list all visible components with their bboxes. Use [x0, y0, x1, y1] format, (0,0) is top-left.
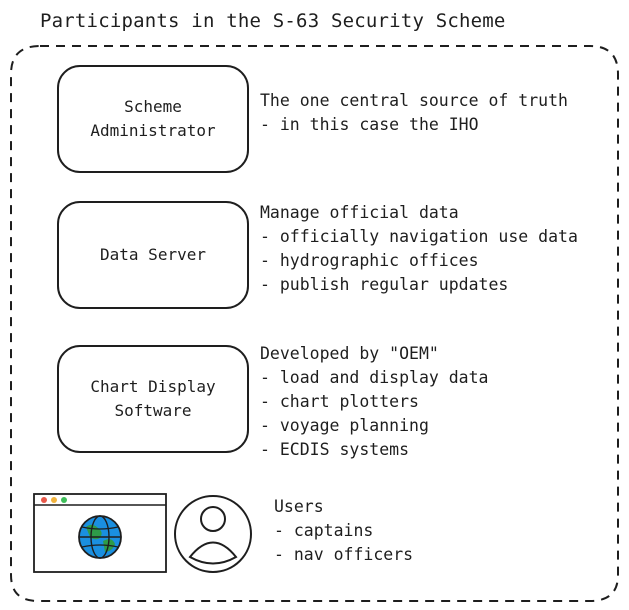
browser-window-globe-icon	[33, 493, 167, 573]
data-server-label: Data Server	[100, 245, 206, 264]
scheme-administrator-box	[57, 65, 249, 173]
window-maximize-dot	[61, 497, 67, 503]
window-close-dot	[41, 497, 47, 503]
scheme-administrator-description: The one central source of truth - in thi…	[260, 91, 568, 134]
scheme-administrator-label: Scheme Administrator	[90, 97, 216, 140]
globe-icon	[78, 515, 122, 559]
outer-dashed-frame	[10, 45, 619, 602]
user-avatar-icon	[174, 495, 252, 573]
chart-display-software-box	[57, 345, 249, 453]
window-minimize-dot	[51, 497, 57, 503]
diagram-title: Participants in the S-63 Security Scheme	[40, 10, 506, 32]
chart-display-software-description: Developed by "OEM" - load and display da…	[260, 344, 489, 459]
data-server-description: Manage official data - officially naviga…	[260, 203, 578, 294]
chart-display-software-label: Chart Display Software	[90, 377, 216, 420]
users-description: Users - captains - nav officers	[274, 497, 414, 564]
data-server-box	[57, 201, 249, 309]
